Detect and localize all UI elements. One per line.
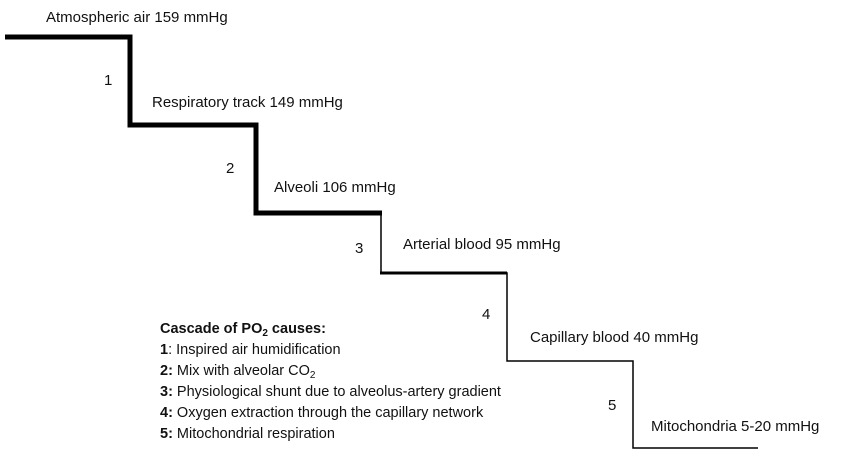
- legend-item-2: 2: Mix with alveolar CO2: [160, 363, 316, 381]
- step-number-4: 4: [482, 306, 491, 323]
- stage-label-respiratory-track: Respiratory track 149 mmHg: [152, 94, 343, 111]
- stage-label-alveoli: Alveoli 106 mmHg: [274, 179, 396, 196]
- stage-label-arterial-blood: Arterial blood 95 mmHg: [403, 236, 561, 253]
- stage-label-atmospheric-air: Atmospheric air 159 mmHg: [46, 9, 228, 26]
- stage-label-mitochondria: Mitochondria 5-20 mmHg: [651, 418, 820, 435]
- legend-item-5: 5: Mitochondrial respiration: [160, 426, 335, 442]
- thick-staircase-line: [5, 34, 382, 216]
- legend-title: Cascade of PO2 causes:: [160, 321, 326, 339]
- thin-staircase-line: [380, 213, 758, 449]
- step-number-2: 2: [226, 160, 235, 177]
- step-number-5: 5: [608, 397, 617, 414]
- step-number-1: 1: [104, 72, 113, 89]
- stage-label-capillary-blood: Capillary blood 40 mmHg: [530, 329, 699, 346]
- legend-item-4: 4: Oxygen extraction through the capilla…: [160, 405, 484, 421]
- step-number-3: 3: [355, 240, 364, 257]
- legend: Cascade of PO2 causes: 1: Inspired air h…: [160, 319, 501, 445]
- legend-item-1: 1: Inspired air humidification: [160, 342, 341, 358]
- legend-item-3: 3: Physiological shunt due to alveolus-a…: [160, 384, 501, 400]
